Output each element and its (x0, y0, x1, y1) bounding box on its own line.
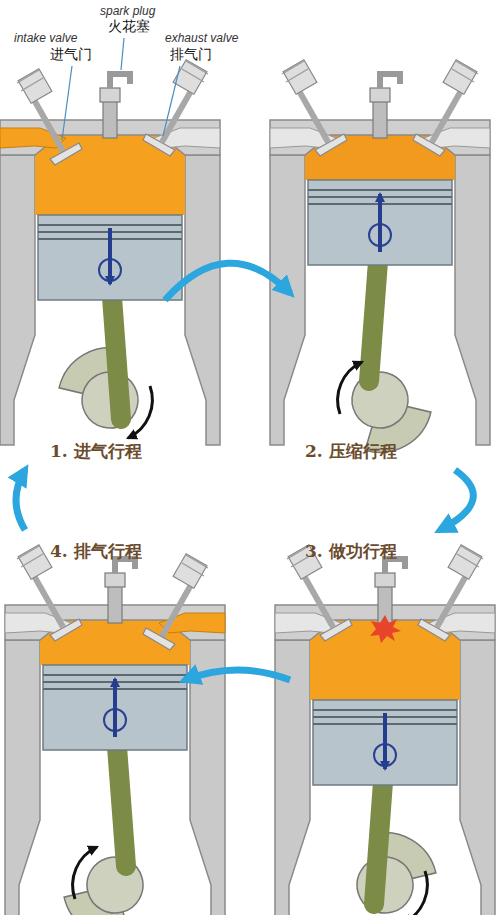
exhaust-valve (143, 554, 208, 650)
part-label-en: spark plug (100, 4, 155, 19)
rotation-arrow (73, 847, 97, 899)
spark (370, 615, 401, 643)
part-label: 火花塞 (108, 18, 150, 35)
stroke-stage: 1. 进气行程 (5, 88, 165, 470)
rotation-arrow (128, 386, 152, 438)
leader-line (163, 66, 180, 136)
part-label: 进气门 (50, 46, 92, 63)
stroke-stage: 2. 压缩行程 (290, 88, 470, 470)
piston (43, 665, 187, 750)
exhaust-valve (418, 545, 483, 641)
spark-plug (370, 74, 400, 138)
crankshaft (51, 336, 159, 446)
motion-arrow (108, 228, 112, 284)
engine-exhaust-stroke (5, 545, 225, 915)
engine-compression-stroke (270, 60, 490, 465)
stroke-stage: 4. 排气行程 (5, 530, 185, 915)
stroke-name: 1. 进气行程 (50, 440, 142, 462)
spark-plug (105, 559, 135, 623)
spark-plug (375, 559, 405, 623)
engine-intake-stroke (0, 60, 220, 446)
piston (308, 180, 452, 265)
motion-arrow (113, 679, 117, 737)
part-label-en: exhaust valve (165, 31, 238, 46)
crankshaft (337, 821, 445, 915)
intake-valve (282, 60, 347, 156)
cycle-arrow (440, 470, 473, 530)
stroke-name: 3. 做功行程 (305, 540, 397, 562)
piston (38, 215, 182, 300)
part-label-en: intake valve (14, 31, 77, 46)
cycle-arrow (185, 670, 290, 680)
exhaust-valve (413, 60, 478, 156)
part-label: 排气门 (170, 46, 212, 63)
leader-line (62, 66, 72, 140)
motion-arrow (383, 713, 387, 769)
cycle-arrow (16, 470, 25, 530)
piston (313, 700, 457, 785)
rotation-arrow (403, 871, 427, 915)
spark-plug (100, 74, 130, 138)
stroke-stage: 3. 做功行程 (290, 530, 475, 915)
motion-arrow (378, 194, 382, 252)
rotation-arrow (338, 362, 362, 414)
stroke-name: 2. 压缩行程 (305, 440, 397, 462)
intake-valve (17, 69, 82, 165)
leader-line (121, 38, 124, 70)
engine-power-stroke (275, 545, 495, 915)
exhaust-valve (143, 60, 208, 156)
cycle-arrow (165, 263, 290, 300)
stroke-name: 4. 排气行程 (50, 540, 142, 562)
crankshaft (56, 839, 164, 915)
